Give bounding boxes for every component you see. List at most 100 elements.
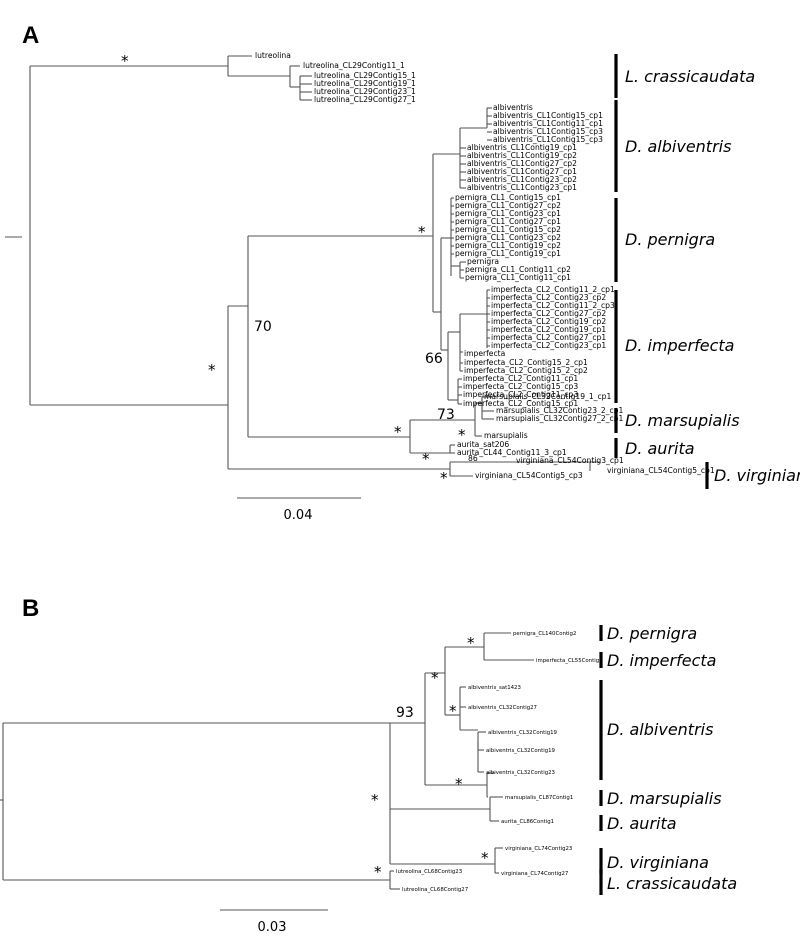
panel-b-support-values: * * * 93 * * * * bbox=[371, 634, 489, 881]
clade-label: D. pernigra bbox=[607, 624, 697, 643]
tip-label: lutreolina_CL29Contig11_1 bbox=[303, 61, 405, 70]
clade-label: D. virginiana bbox=[714, 466, 800, 485]
support-star: * bbox=[371, 791, 379, 809]
clade-label: D. aurita bbox=[607, 814, 677, 833]
clade-label: D. marsupialis bbox=[607, 789, 722, 808]
clade-label: D. pernigra bbox=[625, 230, 715, 249]
tip-label: imperfecta_CL2_Contig15_2_cp2 bbox=[464, 366, 588, 375]
tip-label: pernigra_CL1_Contig23_cp2 bbox=[455, 233, 561, 242]
tip-label: imperfecta_CL2_Contig19_cp1 bbox=[491, 325, 606, 334]
tip-label: albiventris_CL1Contig15_cp3 bbox=[493, 135, 603, 144]
tip-label: lutreolina_CL29Contig15_1 bbox=[314, 71, 416, 80]
tip-label: imperfecta_CL2_Contig23_cp2 bbox=[491, 293, 606, 302]
tip-label: lutreolina_CL29Contig19_1 bbox=[314, 79, 416, 88]
support-star: * bbox=[374, 863, 382, 881]
tip-label: pernigra_CL1_Contig11_cp2 bbox=[465, 265, 571, 274]
tip-label: albiventris_CL1Contig19_cp2 bbox=[467, 151, 577, 160]
clade-label: L. crassicaudata bbox=[607, 874, 737, 893]
support-star: * bbox=[121, 52, 129, 70]
tip-label: lutreolina_CL29Contig27_1 bbox=[314, 95, 416, 104]
tip-label: imperfecta_CL2_Contig11_2_cp3 bbox=[491, 301, 615, 310]
tip-label: virginiana_CL74Contig23 bbox=[505, 846, 572, 852]
panel-a: A bbox=[5, 22, 800, 523]
support-star: * bbox=[458, 426, 466, 444]
tip-label: marsupialis_CL32Contig27_2_cp1 bbox=[496, 414, 623, 423]
tip-label: imperfecta_CL2_Contig11_cp1 bbox=[463, 374, 578, 383]
tip-label: imperfecta_CL55Contig1 bbox=[536, 658, 603, 664]
tip-label: albiventris_CL1Contig15_cp3 bbox=[493, 127, 603, 136]
tip-label: imperfecta bbox=[464, 349, 505, 358]
tip-label: pernigra_CL1_Contig19_cp2 bbox=[455, 241, 561, 250]
tip-label: albiventris_CL32Contig19 bbox=[488, 730, 558, 736]
tip-label: imperfecta_CL2_Contig23_cp1 bbox=[491, 341, 606, 350]
scale-bar-label: 0.03 bbox=[258, 920, 287, 935]
tip-label: virginiana_CL54Contig5_cp3 bbox=[475, 471, 583, 480]
tip-label: pernigra_CL1_Contig19_cp1 bbox=[455, 249, 561, 258]
tip-label: pernigra_CL1_Contig27_cp1 bbox=[455, 217, 561, 226]
tip-label: albiventris_CL1Contig19_cp1 bbox=[467, 143, 577, 152]
tip-label: imperfecta_CL2_Contig27_cp2 bbox=[491, 309, 606, 318]
tip-label: albiventris_CL1Contig23_cp2 bbox=[467, 175, 577, 184]
scale-bar-label: 0.04 bbox=[284, 508, 313, 523]
clade-label: D. virginiana bbox=[607, 853, 709, 872]
support-star: * bbox=[394, 423, 402, 441]
support-value: 86 bbox=[468, 454, 478, 463]
tip-label: marsupialis_CL32Contig19_1_cp1 bbox=[484, 392, 611, 401]
tip-label: albiventris_CL1Contig15_cp1 bbox=[493, 111, 603, 120]
panel-a-support-values: * * 70 66 73 * * * * 86 * bbox=[121, 52, 478, 487]
tip-label: imperfecta_CL2_Contig11_cp3 bbox=[463, 390, 578, 399]
panel-a-clade-labels: L. crassicaudata D. albiventris D. perni… bbox=[625, 67, 800, 485]
panel-b-clade-labels: D. pernigra D. imperfecta D. albiventris… bbox=[607, 624, 737, 893]
tip-label: albiventris_CL1Contig23_cp1 bbox=[467, 183, 577, 192]
clade-label: D. imperfecta bbox=[607, 651, 716, 670]
clade-label: D. albiventris bbox=[625, 137, 731, 156]
tip-label: pernigra_CL1_Contig23_cp1 bbox=[455, 209, 561, 218]
support-star: * bbox=[440, 469, 448, 487]
support-star: * bbox=[455, 775, 463, 793]
tip-label: pernigra_CL140Contig2 bbox=[513, 631, 576, 637]
tip-label: imperfecta_CL2_Contig15_cp1 bbox=[463, 399, 578, 408]
tip-label: lutreolina_CL68Contig23 bbox=[396, 869, 462, 875]
panel-b-tip-labels: pernigra_CL140Contig2 imperfecta_CL55Con… bbox=[396, 631, 603, 893]
panel-b-virginiana-branches bbox=[389, 809, 503, 874]
tip-label: albiventris_CL1Contig11_cp1 bbox=[493, 119, 603, 128]
tip-label: pernigra bbox=[467, 257, 499, 266]
tip-label: imperfecta_CL2_Contig27_cp1 bbox=[491, 333, 606, 342]
clade-label: D. marsupialis bbox=[625, 411, 740, 430]
tip-label: virginiana_CL54Contig5_cp1 bbox=[607, 466, 715, 475]
support-star: * bbox=[431, 669, 439, 687]
tip-label: marsupialis_CL87Contig1 bbox=[505, 795, 573, 801]
panel-a-tree-branches bbox=[5, 55, 600, 477]
clade-label: D. albiventris bbox=[607, 720, 713, 739]
tip-label: imperfecta_CL2_Contig15_2_cp1 bbox=[464, 358, 588, 367]
clade-label: L. crassicaudata bbox=[625, 67, 755, 86]
support-star: * bbox=[481, 849, 489, 867]
support-value: 93 bbox=[396, 705, 414, 721]
tip-label: pernigra_CL1_Contig15_cp1 bbox=[455, 193, 561, 202]
tip-label: albiventris_CL32Contig27 bbox=[468, 705, 537, 711]
support-value: 66 bbox=[425, 351, 443, 367]
tip-label: albiventris_CL32Contig19 bbox=[486, 748, 556, 754]
panel-b: B bbox=[0, 595, 737, 935]
tip-label: imperfecta_CL2_Contig15_cp3 bbox=[463, 382, 578, 391]
support-value: 70 bbox=[254, 319, 272, 335]
tip-label: albiventris_CL1Contig27_cp2 bbox=[467, 159, 577, 168]
panel-b-label: B bbox=[22, 595, 39, 622]
panel-b-scale-bar: 0.03 bbox=[220, 909, 328, 935]
panel-a-scale-bar: 0.04 bbox=[237, 497, 361, 523]
tip-label: aurita_CL86Contig1 bbox=[501, 819, 554, 825]
tip-label: imperfecta_CL2_Contig11_2_cp1 bbox=[491, 285, 615, 294]
panel-a-clade-bars bbox=[614, 54, 709, 489]
tip-label: pernigra_CL1_Contig11_cp1 bbox=[465, 273, 571, 282]
tip-label: albiventris_sat1423 bbox=[468, 685, 521, 691]
tip-label: lutreolina_CL29Contig23_1 bbox=[314, 87, 416, 96]
tip-label: albiventris bbox=[493, 103, 533, 112]
tip-label: marsupialis bbox=[484, 431, 528, 440]
tip-label: pernigra_CL1_Contig15_cp2 bbox=[455, 225, 561, 234]
tip-label: aurita_sat206 bbox=[457, 440, 509, 449]
clade-label: D. aurita bbox=[625, 439, 695, 458]
clade-label: D. imperfecta bbox=[625, 336, 734, 355]
tip-label: albiventris_CL1Contig27_cp1 bbox=[467, 167, 577, 176]
tip-label: virginiana_CL74Contig27 bbox=[501, 871, 568, 877]
